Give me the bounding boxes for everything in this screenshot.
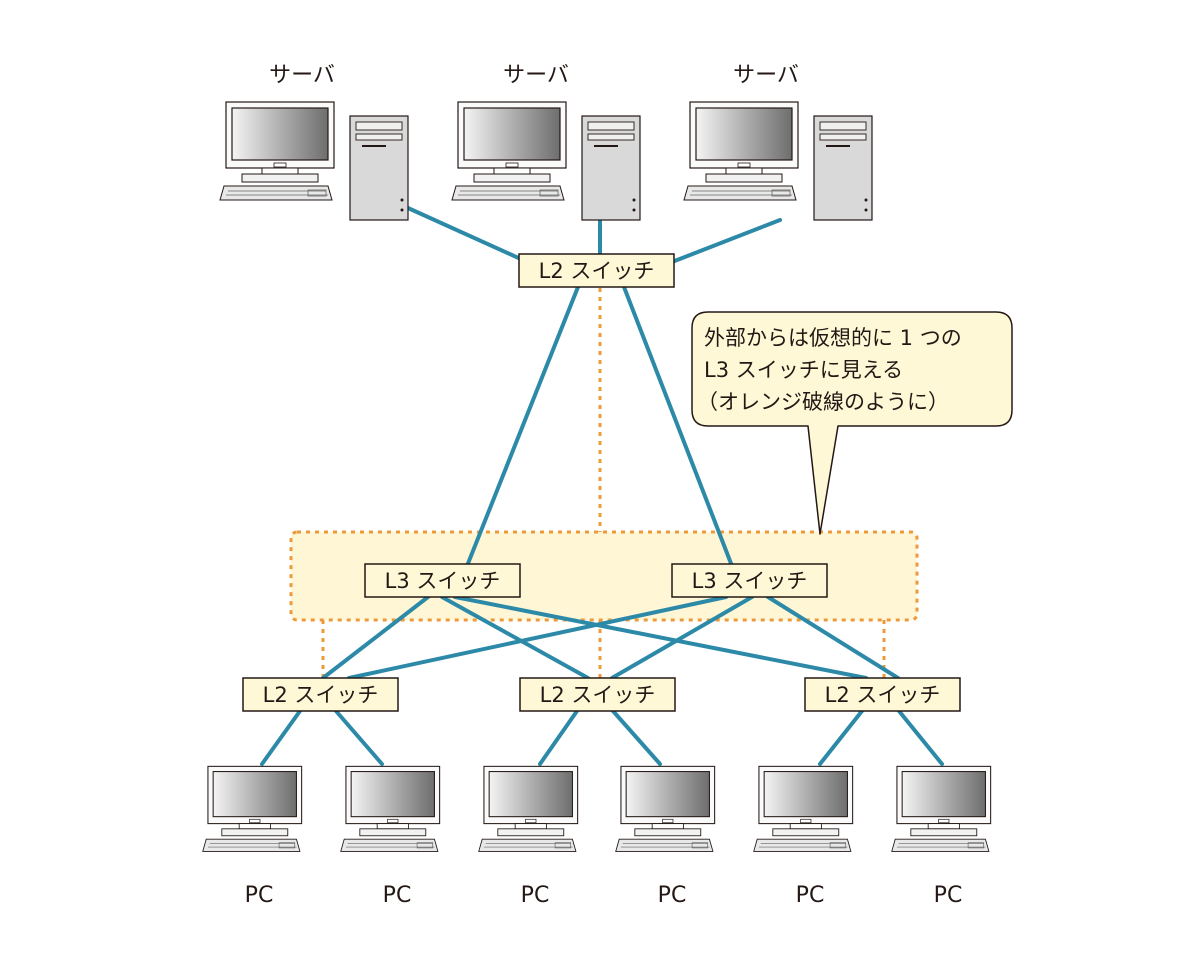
server-label: サーバ: [503, 63, 569, 88]
pc-label: PC: [521, 883, 550, 908]
callout: 外部からは仮想的に 1 つの L3 スイッチに見える （オレンジ破線のように）: [691, 311, 1013, 535]
link-access1-pc1: [260, 709, 302, 766]
access-l2-switch-2: L2 スイッチ: [519, 677, 676, 712]
server-1: サーバ: [219, 63, 409, 221]
link-l3a-access1: [321, 595, 430, 680]
core-l2-switch: L2 スイッチ: [518, 253, 675, 288]
link-server1-core: [406, 206, 525, 262]
callout-line-2: L3 スイッチに見える: [704, 358, 903, 382]
link-core-l3a: [465, 285, 580, 568]
pc-3: PC: [478, 765, 579, 908]
pc-2: PC: [340, 765, 441, 908]
link-server3-core: [670, 218, 782, 264]
monitor-icon: [478, 765, 579, 852]
tower-icon: [349, 115, 409, 221]
tower-icon: [813, 115, 873, 221]
tower-icon: [581, 115, 641, 221]
access-l2-switch-1: L2 スイッチ: [242, 677, 399, 712]
link-access3-pc6: [897, 709, 944, 766]
pc-label: PC: [796, 883, 825, 908]
link-core-l3b: [622, 285, 734, 568]
link-l3b-access3: [766, 595, 900, 680]
link-access1-pc2: [334, 709, 384, 766]
pc-4: PC: [615, 765, 716, 908]
network-links: [260, 206, 944, 766]
virtual-links: [321, 288, 886, 680]
server-label: サーバ: [733, 63, 799, 88]
pc-6: PC: [891, 765, 992, 908]
server-2: サーバ: [451, 63, 641, 221]
link-l3a-access3: [453, 595, 868, 680]
access-l2-switch-3: L2 スイッチ: [804, 677, 961, 712]
callout-bubble: [691, 311, 1013, 535]
monitor-icon: [219, 101, 335, 201]
monitor-icon: [753, 765, 854, 852]
switch-label: L2 スイッチ: [263, 683, 379, 707]
pc-5: PC: [753, 765, 854, 908]
pc-label: PC: [245, 883, 274, 908]
monitor-icon: [615, 765, 716, 852]
monitor-icon: [683, 101, 799, 201]
l3-switch-2: L3 スイッチ: [671, 563, 828, 598]
switch-label: L2 スイッチ: [540, 683, 656, 707]
server-3: サーバ: [683, 63, 873, 221]
server-label: サーバ: [269, 63, 335, 88]
link-access3-pc5: [818, 709, 864, 766]
switch-label: L2 スイッチ: [825, 683, 941, 707]
link-access2-pc4: [611, 709, 662, 766]
switch-label: L3 スイッチ: [692, 569, 808, 593]
callout-line-3: （オレンジ破線のように）: [697, 390, 949, 414]
switch-label: L2 スイッチ: [539, 259, 655, 283]
monitor-icon: [891, 765, 992, 852]
link-l3b-access2: [610, 595, 754, 680]
l3-switch-1: L3 スイッチ: [364, 563, 521, 598]
pc-label: PC: [934, 883, 963, 908]
link-l3b-access1: [347, 595, 728, 680]
pc-1: PC: [202, 765, 303, 908]
link-l3a-access2: [440, 595, 590, 680]
switch-label: L3 スイッチ: [385, 569, 501, 593]
monitor-icon: [202, 765, 303, 852]
pc-label: PC: [658, 883, 687, 908]
link-access2-pc3: [538, 709, 579, 766]
pc-label: PC: [383, 883, 412, 908]
callout-line-1: 外部からは仮想的に 1 つの: [704, 326, 962, 350]
monitor-icon: [451, 101, 567, 201]
monitor-icon: [340, 765, 441, 852]
